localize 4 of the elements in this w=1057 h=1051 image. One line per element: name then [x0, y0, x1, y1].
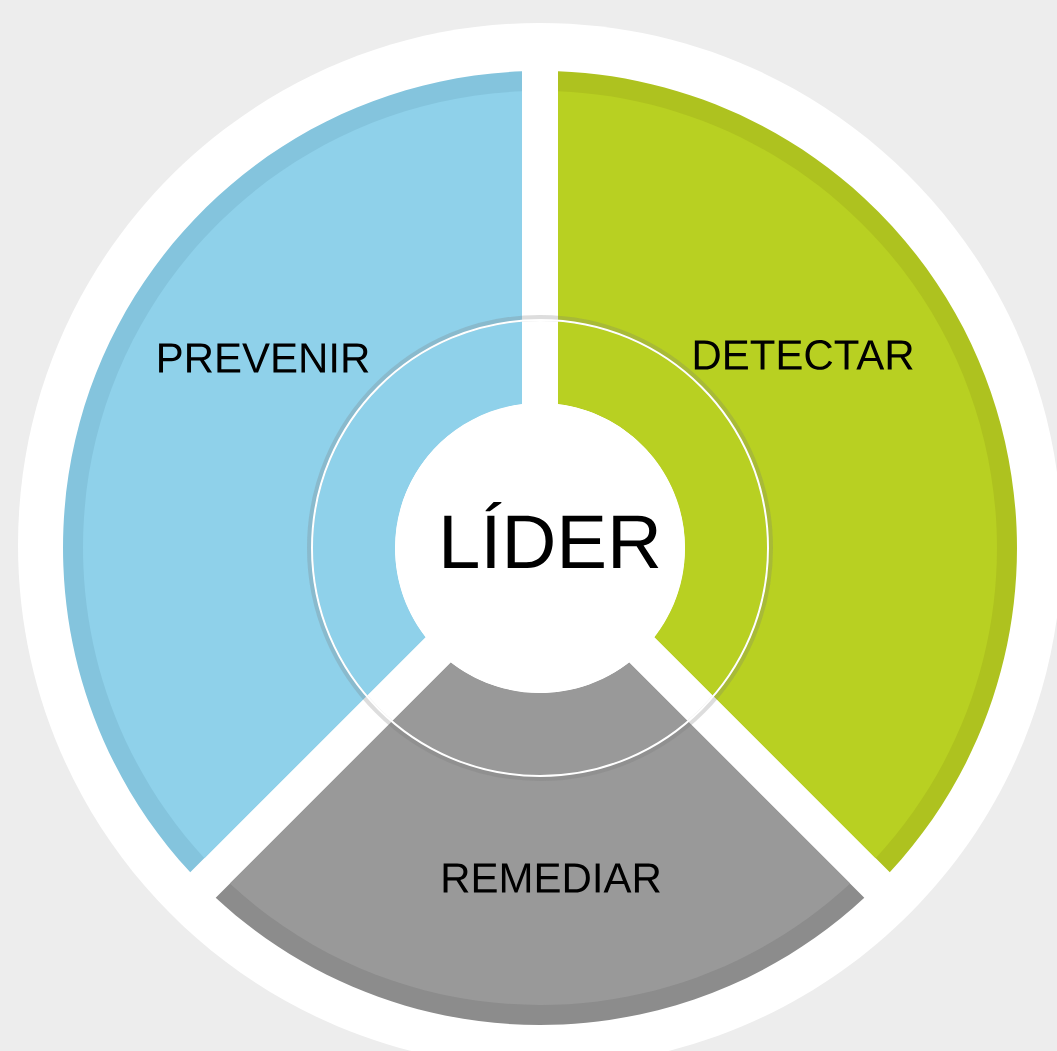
- sector: [215, 662, 865, 1025]
- segment-label: DETECTAR: [694, 340, 913, 370]
- segment-label: REMEDIAR: [443, 863, 660, 893]
- segment-label: PREVENIR: [159, 343, 369, 373]
